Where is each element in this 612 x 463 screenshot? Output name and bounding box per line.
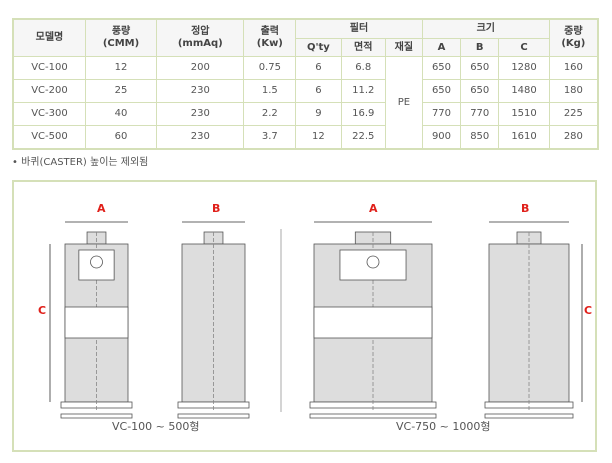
vc750-side-caster-base bbox=[484, 413, 574, 419]
cell-qty: 6 bbox=[295, 56, 342, 80]
header-power: 출력(Kw) bbox=[243, 18, 297, 57]
cell-weight: 280 bbox=[548, 125, 599, 150]
cell-qty: 12 bbox=[295, 125, 342, 150]
cell-airflow: 40 bbox=[84, 102, 158, 126]
cell-c: 1610 bbox=[498, 125, 550, 150]
cell-power: 2.2 bbox=[243, 102, 297, 126]
cell-power: 3.7 bbox=[243, 125, 297, 150]
cell-material: PE bbox=[384, 56, 423, 150]
vc750-front-gauge bbox=[366, 255, 380, 269]
vc100-side-caster-base bbox=[177, 413, 250, 419]
header-pressure: 정압(mmAq) bbox=[156, 18, 245, 57]
cell-a: 900 bbox=[421, 125, 462, 150]
header-airflow: 풍량(CMM) bbox=[84, 18, 158, 57]
dim-label-a-large: A bbox=[369, 202, 378, 215]
cell-power: 1.5 bbox=[243, 79, 297, 103]
dim-label-b: B bbox=[212, 202, 221, 215]
cell-a: 770 bbox=[421, 102, 462, 126]
dim-label-a: A bbox=[97, 202, 106, 215]
cell-pressure: 230 bbox=[156, 102, 245, 126]
header-filter-material: 재질 bbox=[384, 38, 423, 57]
cell-b: 650 bbox=[460, 79, 500, 103]
cell-airflow: 25 bbox=[84, 79, 158, 103]
caster-note: • 바퀴(CASTER) 높이는 제외됨 bbox=[12, 157, 149, 168]
cell-c: 1480 bbox=[498, 79, 550, 103]
cell-pressure: 200 bbox=[156, 56, 245, 80]
spec-table: 모델명 풍량(CMM) 정압(mmAq) 출력(Kw) 필터 크기 중량(Kg)… bbox=[12, 18, 599, 150]
vc100-front-panel bbox=[64, 306, 129, 339]
cell-qty: 6 bbox=[295, 79, 342, 103]
dimension-diagram: A B C A B C VC-100 ~ 500형 VC-750 ~ 1000형 bbox=[12, 180, 597, 452]
vc750-front-panel bbox=[313, 306, 433, 339]
cell-area: 11.2 bbox=[340, 79, 386, 103]
header-size: 크기 bbox=[421, 18, 550, 39]
cell-area: 16.9 bbox=[340, 102, 386, 126]
vc100-front-gauge bbox=[90, 255, 103, 269]
header-weight: 중량(Kg) bbox=[548, 18, 599, 57]
cell-b: 770 bbox=[460, 102, 500, 126]
cell-a: 650 bbox=[421, 56, 462, 80]
header-size-a: A bbox=[421, 38, 462, 57]
cell-weight: 160 bbox=[548, 56, 599, 80]
cell-model: VC-100 bbox=[12, 56, 86, 80]
cell-qty: 9 bbox=[295, 102, 342, 126]
dim-label-c: C bbox=[38, 304, 47, 317]
cell-airflow: 60 bbox=[84, 125, 158, 150]
vc100-front-caster-base bbox=[60, 413, 133, 419]
cell-weight: 225 bbox=[548, 102, 599, 126]
cell-c: 1280 bbox=[498, 56, 550, 80]
dim-label-b-large: B bbox=[521, 202, 530, 215]
header-size-b: B bbox=[460, 38, 500, 57]
cell-area: 6.8 bbox=[340, 56, 386, 80]
cell-model: VC-300 bbox=[12, 102, 86, 126]
unit-drawings bbox=[49, 221, 583, 419]
cell-power: 0.75 bbox=[243, 56, 297, 80]
header-filter-area: 면적 bbox=[340, 38, 386, 57]
cell-b: 650 bbox=[460, 56, 500, 80]
cell-a: 650 bbox=[421, 79, 462, 103]
cell-weight: 180 bbox=[548, 79, 599, 103]
cell-pressure: 230 bbox=[156, 79, 245, 103]
vc750-front-caster-base bbox=[309, 413, 437, 419]
cell-model: VC-200 bbox=[12, 79, 86, 103]
caption-small-units: VC-100 ~ 500형 bbox=[112, 420, 200, 433]
header-filter-qty: Q'ty bbox=[295, 38, 342, 57]
caption-large-units: VC-750 ~ 1000형 bbox=[396, 420, 491, 433]
dim-label-c-large: C bbox=[584, 304, 593, 317]
header-model: 모델명 bbox=[12, 18, 86, 57]
cell-area: 22.5 bbox=[340, 125, 386, 150]
cell-pressure: 230 bbox=[156, 125, 245, 150]
header-size-c: C bbox=[498, 38, 550, 57]
cell-airflow: 12 bbox=[84, 56, 158, 80]
cell-c: 1510 bbox=[498, 102, 550, 126]
cell-b: 850 bbox=[460, 125, 500, 150]
cell-model: VC-500 bbox=[12, 125, 86, 150]
header-filter: 필터 bbox=[295, 18, 423, 39]
